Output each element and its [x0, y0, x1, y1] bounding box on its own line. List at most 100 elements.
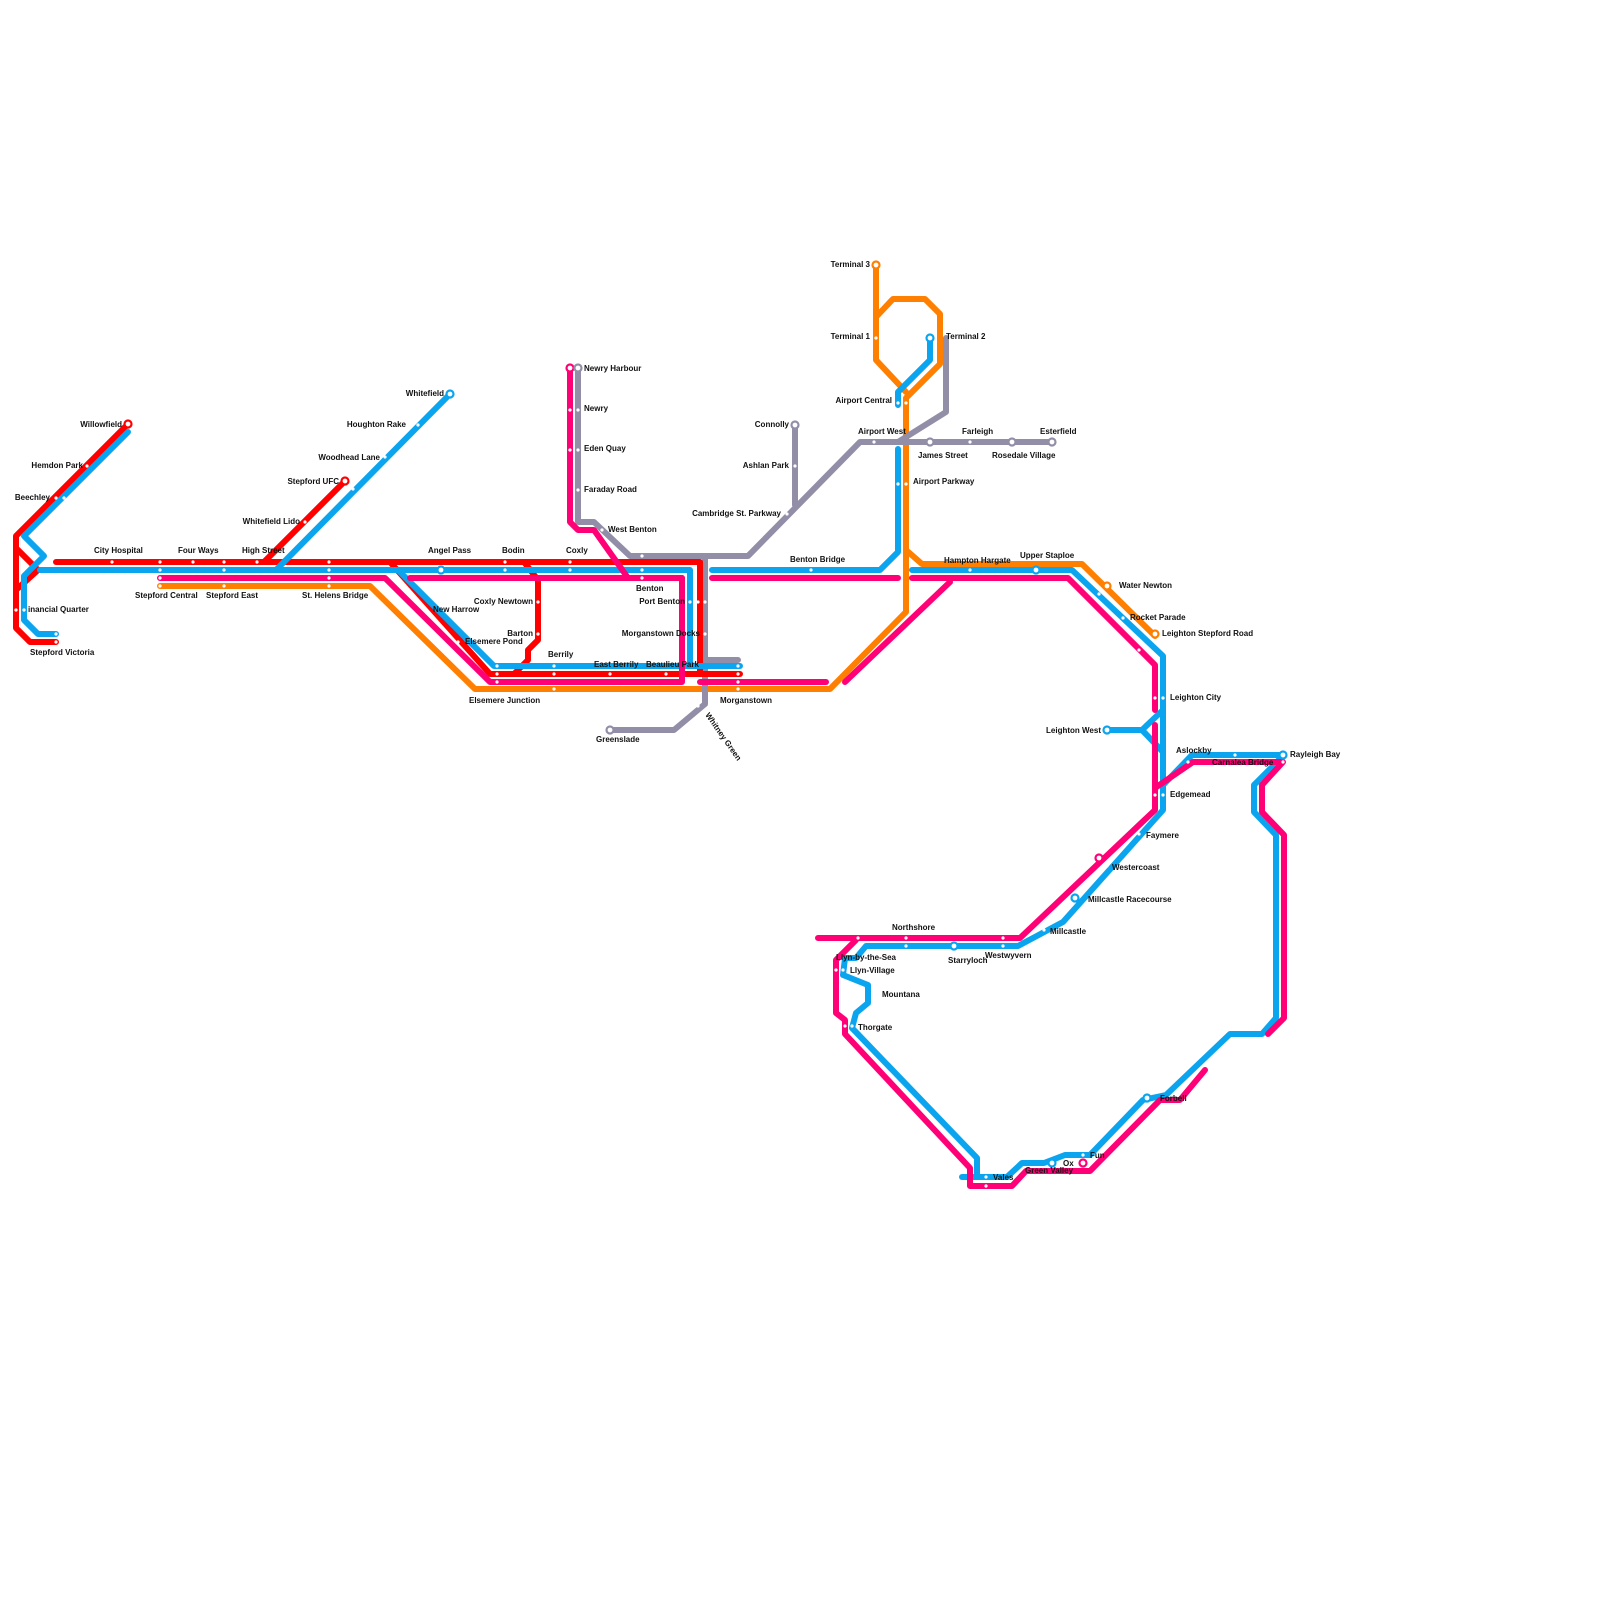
station-label-benton[interactable]: Benton — [636, 584, 664, 593]
station-dot[interactable] — [1153, 793, 1157, 797]
station-label-stepford-victoria[interactable]: Stepford Victoria — [30, 648, 95, 657]
station-label-stepford-ufc[interactable]: Stepford UFC — [287, 477, 339, 486]
station-marker-esterfield[interactable] — [1047, 437, 1057, 447]
station-dot[interactable] — [503, 568, 507, 572]
station-marker-newry-harbour[interactable] — [565, 363, 575, 373]
station-label-st-helens-bridge[interactable]: St. Helens Bridge — [302, 591, 369, 600]
station-label-westercoast[interactable]: Westercoast — [1112, 863, 1160, 872]
station-marker-upper-staploe[interactable] — [1031, 565, 1041, 575]
station-dot[interactable] — [536, 632, 540, 636]
station-marker-willowfield[interactable] — [123, 419, 133, 429]
station-dot[interactable] — [850, 1024, 854, 1028]
station-dot[interactable] — [640, 576, 644, 580]
station-marker-rayleigh-bay[interactable] — [1278, 750, 1288, 760]
station-dot[interactable] — [303, 520, 307, 524]
station-dot[interactable] — [222, 568, 226, 572]
station-label-morganstown[interactable]: Morganstown — [720, 696, 772, 705]
station-label-james-street[interactable]: James Street — [918, 451, 968, 460]
station-label-terminal-2[interactable]: Terminal 2 — [946, 332, 986, 341]
station-dot[interactable] — [383, 455, 387, 459]
station-dot[interactable] — [22, 608, 26, 612]
station-dot[interactable] — [576, 488, 580, 492]
station-dot[interactable] — [568, 448, 572, 452]
station-marker-rosedale-village[interactable] — [1007, 437, 1017, 447]
station-dot[interactable] — [536, 600, 540, 604]
red-line-spine[interactable] — [53, 559, 743, 677]
station-marker-greenslade[interactable] — [605, 725, 615, 735]
station-marker-terminal-3[interactable] — [871, 260, 881, 270]
station-dot[interactable] — [576, 448, 580, 452]
station-dot[interactable] — [904, 401, 908, 405]
station-dot[interactable] — [158, 584, 162, 588]
station-label-ox[interactable]: Ox — [1063, 1159, 1074, 1168]
station-label-stepford-central[interactable]: Stepford Central — [135, 591, 198, 600]
station-label-starryloch[interactable]: Starryloch — [948, 956, 988, 965]
station-dot[interactable] — [222, 584, 226, 588]
station-dot[interactable] — [495, 680, 499, 684]
station-dot[interactable] — [696, 600, 700, 604]
station-label-upper-staploe[interactable]: Upper Staploe — [1020, 551, 1075, 560]
station-dot[interactable] — [640, 554, 644, 558]
orange-line-airport-loop[interactable] — [873, 296, 909, 395]
station-label-willowfield[interactable]: Willowfield — [80, 420, 122, 429]
station-label-leighton-city[interactable]: Leighton City — [1170, 693, 1222, 702]
station-label-greenslade[interactable]: Greenslade — [596, 735, 640, 744]
station-label-connolly[interactable]: Connolly — [755, 420, 790, 429]
station-dot[interactable] — [640, 568, 644, 572]
station-label-aslockby[interactable]: Aslockby — [1176, 746, 1212, 755]
station-label-edgemead[interactable]: Edgemead — [1170, 790, 1211, 799]
station-dot[interactable] — [1233, 753, 1237, 757]
station-label-airport-central[interactable]: Airport Central — [836, 396, 892, 405]
station-dot[interactable] — [896, 482, 900, 486]
station-dot[interactable] — [856, 936, 860, 940]
station-label-llyn-village[interactable]: Llyn-Village — [850, 966, 895, 975]
station-label-esterfield[interactable]: Esterfield — [1040, 427, 1077, 436]
station-label-fun[interactable]: Fun — [1090, 1151, 1105, 1160]
blue-line-whitefield[interactable] — [273, 391, 453, 573]
station-dot[interactable] — [495, 672, 499, 676]
station-label-high-street[interactable]: High Street — [242, 546, 285, 555]
station-label-leighton-west[interactable]: Leighton West — [1046, 726, 1101, 735]
station-label-millcastle-racecourse[interactable]: Millcastle Racecourse — [1088, 895, 1172, 904]
station-dot[interactable] — [1105, 864, 1109, 868]
station-dot[interactable] — [968, 568, 972, 572]
station-dot[interactable] — [736, 672, 740, 676]
station-dot[interactable] — [600, 528, 604, 532]
station-dot[interactable] — [1001, 944, 1005, 948]
station-label-ashlan-park[interactable]: Ashlan Park — [743, 461, 790, 470]
station-label-port-benton[interactable]: Port Benton — [639, 597, 685, 606]
station-dot[interactable] — [984, 1175, 988, 1179]
station-dot[interactable] — [1001, 936, 1005, 940]
station-dot[interactable] — [158, 568, 162, 572]
station-marker-water-newton[interactable] — [1102, 581, 1112, 591]
station-dot[interactable] — [416, 423, 420, 427]
station-label-angel-pass[interactable]: Angel Pass — [428, 546, 472, 555]
station-label-hampton-hargate[interactable]: Hampton Hargate — [944, 556, 1011, 565]
station-marker-leighton-stepford-road[interactable] — [1150, 629, 1160, 639]
station-label-llyn-by-the-sea[interactable]: Llyn-by-the-Sea — [836, 953, 897, 962]
station-dot[interactable] — [552, 664, 556, 668]
station-dot[interactable] — [1137, 832, 1141, 836]
station-label-city-hospital[interactable]: City Hospital — [94, 546, 143, 555]
station-dot[interactable] — [552, 672, 556, 676]
station-dot[interactable] — [736, 664, 740, 668]
station-dot[interactable] — [984, 1184, 988, 1188]
station-dot[interactable] — [1281, 760, 1285, 764]
station-label-thorgate[interactable]: Thorgate — [858, 1023, 893, 1032]
station-label-terminal-3[interactable]: Terminal 3 — [831, 260, 871, 269]
station-label-coxly-newtown[interactable]: Coxly Newtown — [474, 597, 533, 606]
station-marker-terminal-2[interactable] — [925, 333, 935, 343]
station-label-woodhead-lane[interactable]: Woodhead Lane — [318, 453, 380, 462]
station-dot[interactable] — [1137, 648, 1141, 652]
station-label-millcastle[interactable]: Millcastle — [1050, 927, 1087, 936]
station-label-eden-quay[interactable]: Eden Quay — [584, 444, 626, 453]
station-dot[interactable] — [576, 408, 580, 412]
red-line-west-loop[interactable] — [13, 421, 131, 645]
station-dot[interactable] — [696, 704, 700, 708]
station-dot[interactable] — [688, 600, 692, 604]
station-marker-leighton-west[interactable] — [1102, 725, 1112, 735]
station-dot[interactable] — [809, 568, 813, 572]
station-label-airport-west[interactable]: Airport West — [858, 427, 906, 436]
station-label-rayleigh-bay[interactable]: Rayleigh Bay — [1290, 750, 1341, 759]
station-dot[interactable] — [191, 560, 195, 564]
